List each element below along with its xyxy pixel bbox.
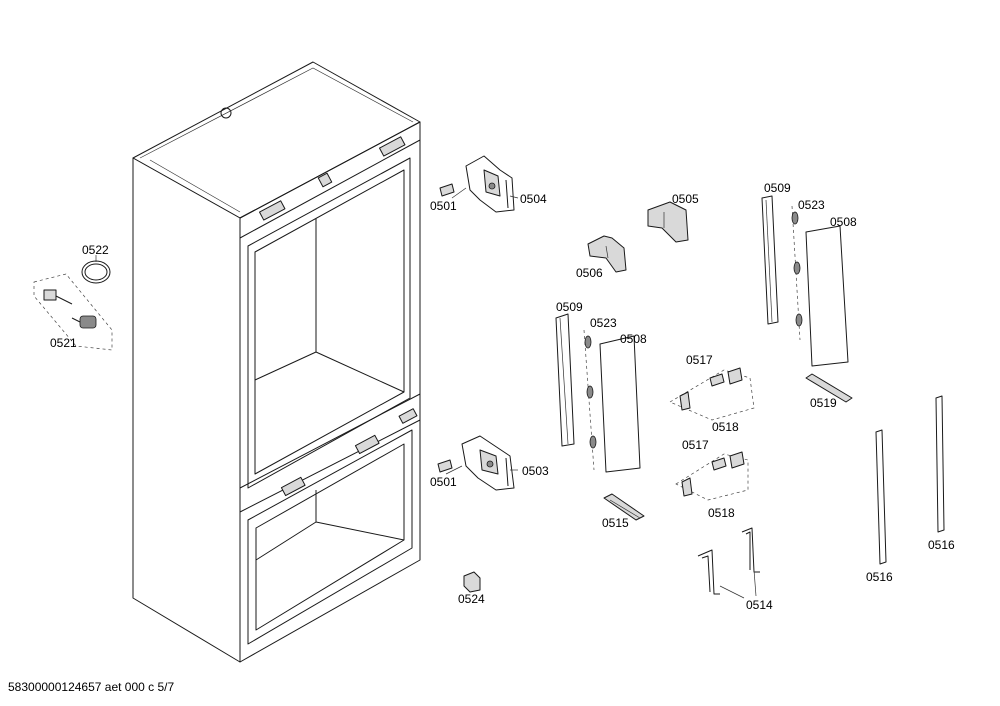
label-0521: 0521 [50, 336, 77, 350]
label-0516-right: 0516 [928, 538, 955, 552]
part-0523-middle-clips [583, 329, 597, 471]
part-0516-strip-left [875, 429, 887, 565]
part-0517-0518-lower-bracket [675, 451, 749, 501]
part-0505-bracket [647, 201, 689, 243]
part-0509-middle-strip [555, 313, 575, 447]
part-0517-0518-upper-bracket [669, 367, 755, 421]
label-0522: 0522 [82, 243, 109, 257]
label-0518-upper: 0518 [712, 420, 739, 434]
part-0514-brackets [697, 527, 760, 595]
leader-lines [95, 187, 757, 599]
part-0522-ring [81, 260, 111, 284]
label-0503: 0503 [522, 464, 549, 478]
label-0514: 0514 [746, 598, 773, 612]
part-0503-lower-hinge [461, 435, 515, 491]
label-0519: 0519 [810, 396, 837, 410]
part-0501-lower-pad [437, 459, 453, 473]
part-0521-connector-kit [33, 273, 113, 351]
part-0523-upper-clips [791, 205, 803, 341]
part-0504-upper-hinge [465, 155, 515, 213]
label-0524: 0524 [458, 592, 485, 606]
label-0508-upper: 0508 [830, 215, 857, 229]
part-0524-clip [463, 571, 481, 593]
label-0508-middle: 0508 [620, 332, 647, 346]
label-0505: 0505 [672, 192, 699, 206]
label-0515: 0515 [602, 516, 629, 530]
label-0504: 0504 [520, 192, 547, 206]
label-0509-middle: 0509 [556, 300, 583, 314]
label-0501-lower: 0501 [430, 475, 457, 489]
part-0506-bracket [587, 235, 627, 273]
callout-labels: 0501 0504 0505 0506 0509 0523 0508 0522 … [50, 181, 955, 612]
part-0516-strip-right [935, 395, 945, 533]
label-0509-upper: 0509 [764, 181, 791, 195]
label-0501-upper: 0501 [430, 199, 457, 213]
label-0523-upper: 0523 [798, 198, 825, 212]
part-0501-upper-pad [439, 183, 455, 197]
label-0523-middle: 0523 [590, 316, 617, 330]
part-0519-rail [805, 373, 853, 403]
document-reference: 58300000124657 aet 000 c 5/7 [8, 680, 175, 694]
part-0508-middle-panel [599, 335, 641, 473]
part-0509-upper-strip [761, 195, 779, 325]
part-0515-bar [603, 493, 645, 521]
refrigerator-cabinet [132, 61, 421, 663]
label-0517-upper: 0517 [686, 353, 713, 367]
part-0508-upper-panel [805, 225, 849, 367]
label-0506: 0506 [576, 266, 603, 280]
label-0517-lower: 0517 [682, 438, 709, 452]
label-0516-left: 0516 [866, 570, 893, 584]
label-0518-lower: 0518 [708, 506, 735, 520]
